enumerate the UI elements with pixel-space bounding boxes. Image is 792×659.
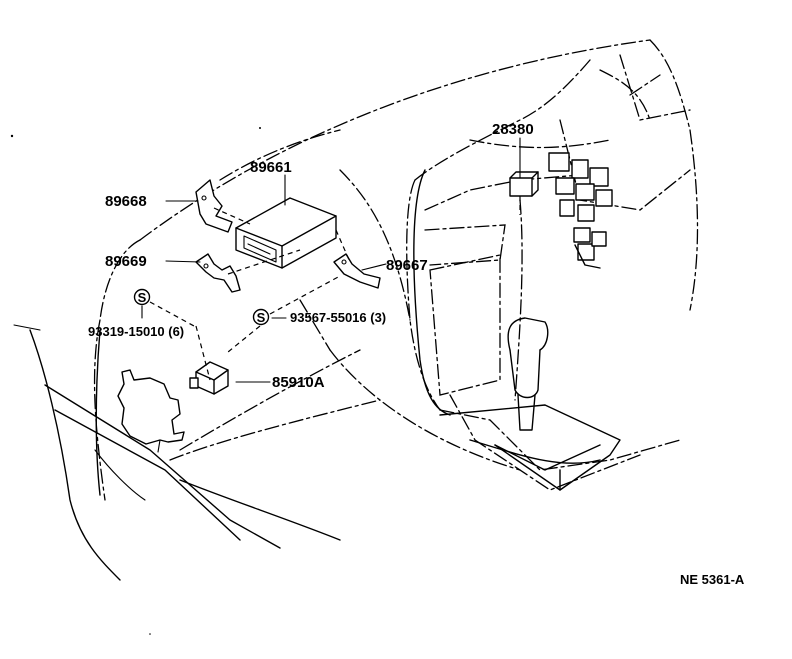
body-panel-lines xyxy=(13,324,341,581)
bracket-89668 xyxy=(195,179,233,233)
leader-dashes xyxy=(149,196,521,381)
computer-89661 xyxy=(235,197,337,269)
callout-screw-93567: 93567-55016 (3) xyxy=(290,310,386,325)
bracket-89669 xyxy=(195,253,241,293)
leader-lines xyxy=(141,137,521,383)
dashboard-outline xyxy=(93,39,699,501)
callout-89667: 89667 xyxy=(386,257,428,274)
callout-89661: 89661 xyxy=(250,159,292,176)
relay-cluster xyxy=(548,152,613,269)
center-console xyxy=(413,169,621,491)
screw-symbol-icon: S xyxy=(133,288,151,306)
callout-89669: 89669 xyxy=(105,253,147,270)
screw-symbol-label: S xyxy=(257,310,266,325)
callout-85910a: 85910A xyxy=(272,374,325,391)
callout-28380: 28380 xyxy=(492,121,534,138)
bracket-89667 xyxy=(333,253,381,289)
left-junction-block xyxy=(117,369,185,453)
figure-code: NE 5361-A xyxy=(680,572,745,587)
specks xyxy=(10,127,261,635)
screw-symbol-icon: S xyxy=(252,308,270,326)
connector-85910a xyxy=(189,361,229,395)
callout-screw-93319: 93319-15010 (6) xyxy=(88,324,184,339)
relay-28380 xyxy=(509,171,539,197)
screw-symbol-label: S xyxy=(138,290,147,305)
callout-89668: 89668 xyxy=(105,193,147,210)
